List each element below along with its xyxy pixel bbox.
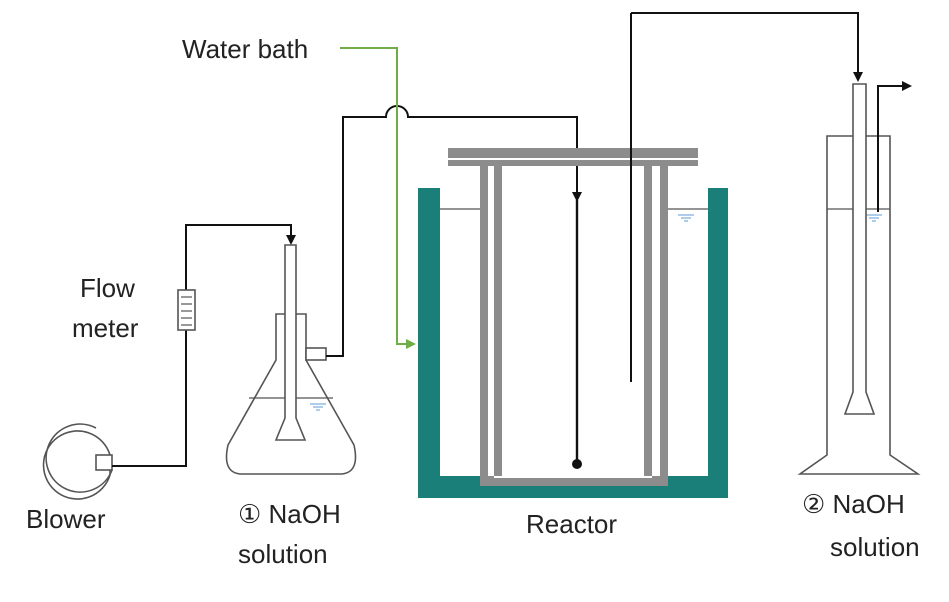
water-level-icon xyxy=(678,214,694,222)
cylinder2-label: solution xyxy=(830,532,920,562)
blower xyxy=(42,423,113,500)
reactor xyxy=(418,13,728,498)
naoh-cylinder-2 xyxy=(797,81,921,475)
blower-label: Blower xyxy=(26,504,106,534)
exhaust-pipe xyxy=(877,81,912,212)
flask1-label: solution xyxy=(238,539,328,569)
water-level-icon xyxy=(866,214,882,222)
gas-pipe-to-reactor xyxy=(326,105,582,357)
gas-pipe-to-cylinder2 xyxy=(631,12,863,82)
flask1-label: ① NaOH xyxy=(238,499,341,529)
water-bath-line xyxy=(340,47,416,349)
flow-meter-label: meter xyxy=(72,313,139,343)
air-pipe-to-flask1 xyxy=(185,224,296,290)
naoh-flask-1 xyxy=(225,244,357,475)
water-level-icon xyxy=(310,403,326,411)
cylinder2-label: ② NaOH xyxy=(802,489,905,519)
water-bath-label: Water bath xyxy=(182,34,308,64)
flow-meter xyxy=(177,289,196,331)
air-pipe-blower xyxy=(112,330,187,467)
reactor-label: Reactor xyxy=(526,509,617,539)
flow-meter-label: Flow xyxy=(80,273,135,303)
